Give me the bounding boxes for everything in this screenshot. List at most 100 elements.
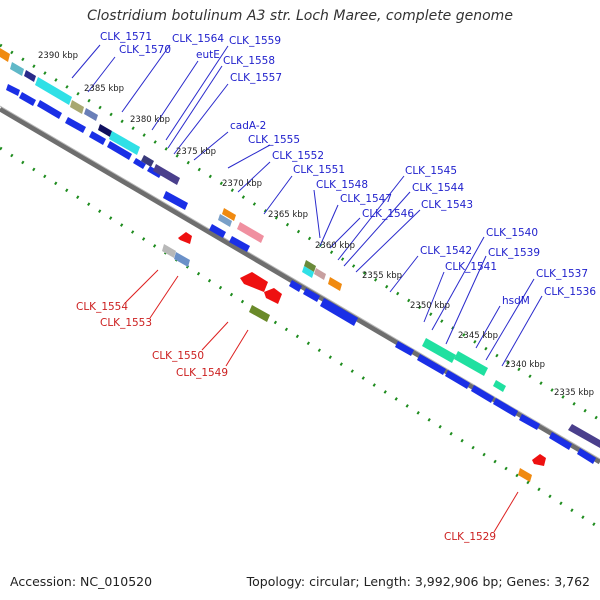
forward-gene-track: [6, 84, 596, 464]
gene-label[interactable]: CLK_1542: [420, 245, 472, 257]
feature-block[interactable]: [109, 131, 140, 155]
gene-label[interactable]: eutE: [196, 49, 220, 61]
reverse-arrow[interactable]: [264, 288, 282, 304]
gene-arrow[interactable]: [209, 224, 226, 238]
gene-label[interactable]: CLK_1557: [230, 72, 282, 84]
gene-arrow[interactable]: [89, 131, 106, 145]
feature-block[interactable]: [153, 164, 180, 185]
feature-block[interactable]: [24, 70, 36, 82]
gene-arrow[interactable]: [471, 385, 494, 403]
gene-label[interactable]: CLK_1570: [119, 44, 171, 56]
gene-label[interactable]: CLK_1559: [229, 35, 281, 47]
gene-label[interactable]: CLK_1549: [176, 367, 228, 379]
gene-label[interactable]: CLK_1564: [172, 33, 224, 45]
feature-block[interactable]: [98, 124, 112, 137]
gene-arrow[interactable]: [417, 354, 446, 375]
gene-arrow[interactable]: [577, 448, 596, 464]
feature-block[interactable]: [249, 305, 270, 322]
feature-block[interactable]: [222, 208, 236, 221]
feature-block[interactable]: [328, 277, 342, 291]
gene-label[interactable]: CLK_1545: [405, 165, 457, 177]
reverse-gene-track: [178, 232, 546, 466]
tick-label: 2380 kbp: [130, 115, 170, 125]
reverse-leaders: [125, 269, 519, 533]
feature-block[interactable]: [70, 100, 84, 114]
feature-block[interactable]: [237, 222, 264, 243]
feature-block[interactable]: [454, 351, 488, 376]
tick-label: 2365 kbp: [268, 210, 308, 220]
gene-label[interactable]: CLK_1541: [445, 261, 497, 273]
feature-block[interactable]: [518, 468, 532, 482]
gene-label[interactable]: CLK_1554: [76, 301, 128, 313]
feature-block[interactable]: [422, 338, 456, 363]
gene-arrow[interactable]: [549, 432, 572, 450]
gene-label[interactable]: CLK_1550: [152, 350, 204, 362]
gene-arrow[interactable]: [147, 166, 162, 178]
tick-label: 2340 kbp: [505, 360, 545, 370]
feature-block[interactable]: [141, 155, 154, 167]
reverse-arrow[interactable]: [532, 454, 546, 466]
gene-label[interactable]: CLK_1551: [293, 164, 345, 176]
feature-block[interactable]: [84, 108, 98, 121]
gene-label[interactable]: CLK_1548: [316, 179, 368, 191]
gene-label[interactable]: CLK_1558: [223, 55, 275, 67]
outer-dotted-track: [0, 43, 600, 422]
gene-arrow[interactable]: [395, 341, 414, 356]
feature-block[interactable]: [304, 260, 316, 272]
feature-block[interactable]: [314, 268, 326, 280]
gene-arrow[interactable]: [6, 84, 20, 96]
backbone-highlight: [0, 105, 600, 460]
gene-arrow[interactable]: [289, 280, 302, 292]
gene-arrow[interactable]: [519, 414, 540, 430]
inner-dotted-track: [0, 146, 600, 530]
gene-label[interactable]: hsdM: [502, 295, 530, 307]
reverse-arrow[interactable]: [240, 272, 268, 292]
gene-label[interactable]: CLK_1553: [100, 317, 152, 329]
gene-label[interactable]: CLK_1536: [544, 286, 596, 298]
gene-label[interactable]: CLK_1555: [248, 134, 300, 146]
gene-arrow[interactable]: [19, 92, 36, 106]
gene-arrow[interactable]: [65, 117, 86, 133]
feature-blocks: [0, 48, 600, 482]
gene-label[interactable]: CLK_1529: [444, 531, 496, 543]
gene-arrow[interactable]: [303, 288, 320, 302]
feature-block[interactable]: [0, 48, 10, 62]
gene-label[interactable]: CLK_1546: [362, 208, 414, 220]
feature-block[interactable]: [10, 62, 24, 76]
gene-arrow[interactable]: [163, 191, 188, 210]
gene-arrow[interactable]: [133, 158, 146, 169]
gene-label[interactable]: CLK_1571: [100, 31, 152, 43]
gene-arrow[interactable]: [37, 100, 62, 119]
gene-arrow[interactable]: [445, 370, 470, 389]
gene-label[interactable]: CLK_1537: [536, 268, 588, 280]
feature-block[interactable]: [568, 424, 600, 448]
feature-block[interactable]: [35, 77, 72, 105]
map-title: Clostridium botulinum A3 str. Loch Maree…: [87, 8, 513, 24]
gene-arrow[interactable]: [107, 141, 132, 160]
gene-label[interactable]: CLK_1540: [486, 227, 538, 239]
tick-label: 2385 kbp: [84, 84, 124, 94]
gene-label[interactable]: CLK_1539: [488, 247, 540, 259]
reverse-arrow[interactable]: [178, 232, 192, 244]
gene-label[interactable]: CLK_1544: [412, 182, 464, 194]
kbp-ticks: 2390 kbp 2385 kbp 2380 kbp 2375 kbp 2370…: [38, 51, 594, 398]
tick-label: 2350 kbp: [410, 301, 450, 311]
forward-gene-labels: CLK_1571 CLK_1570 CLK_1564 eutE CLK_1559…: [100, 31, 596, 307]
feature-block[interactable]: [218, 214, 232, 227]
gene-label[interactable]: CLK_1552: [272, 150, 324, 162]
feature-block[interactable]: [174, 252, 190, 267]
tick-label: 2375 kbp: [176, 147, 216, 157]
gene-label[interactable]: cadA-2: [230, 120, 266, 132]
gene-label[interactable]: CLK_1547: [340, 193, 392, 205]
gene-arrow[interactable]: [229, 236, 250, 252]
gene-arrow[interactable]: [320, 298, 358, 326]
gene-label[interactable]: CLK_1543: [421, 199, 473, 211]
gene-arrow[interactable]: [493, 398, 518, 417]
forward-leaders: [71, 44, 543, 367]
accession-text: Accession: NC_010520: [10, 574, 153, 589]
feature-block[interactable]: [162, 244, 176, 258]
tick-label: 2390 kbp: [38, 51, 78, 61]
feature-block[interactable]: [302, 266, 314, 278]
feature-block[interactable]: [493, 380, 506, 392]
